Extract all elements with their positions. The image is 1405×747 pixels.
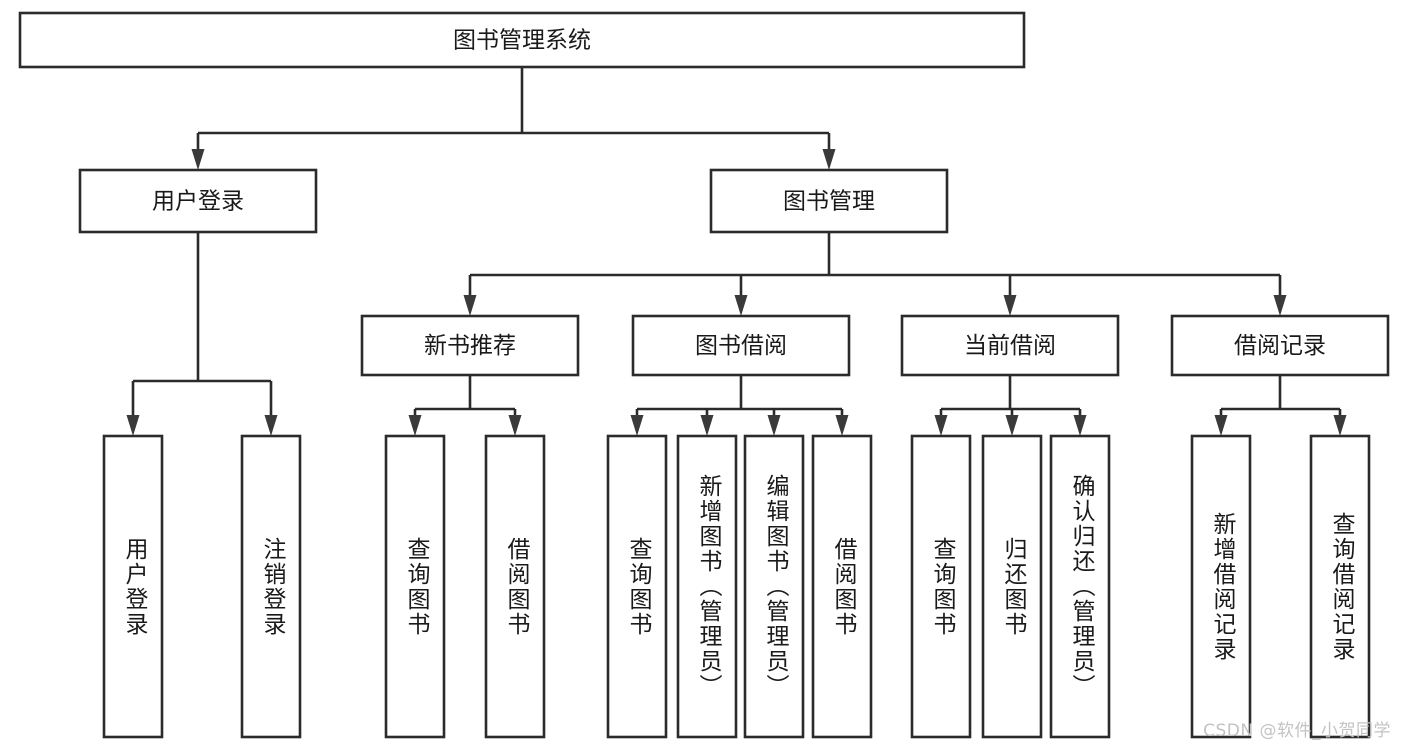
borrow-record-to-leaves-arrow-0 bbox=[1214, 415, 1228, 436]
root-to-level2-arrow-1 bbox=[822, 149, 836, 170]
node-book-borrow-label: 图书借阅 bbox=[695, 333, 787, 359]
leaf-borrow-book[interactable] bbox=[811, 434, 873, 739]
leaf-query-borrow-record[interactable] bbox=[1309, 434, 1371, 739]
leaf-query-borrow-record-box bbox=[1309, 434, 1371, 739]
node-root-label: 图书管理系统 bbox=[453, 28, 591, 54]
book-borrow-to-leaves-arrow-2 bbox=[767, 415, 781, 436]
node-book-manage[interactable]: 图书管理 bbox=[709, 168, 949, 234]
leaf-query-book-borrow-box bbox=[606, 434, 668, 739]
leaf-query-book-borrow[interactable] bbox=[606, 434, 668, 739]
current-borrow-to-leaves-arrow-1 bbox=[1005, 415, 1019, 436]
node-user-login[interactable]: 用户登录 bbox=[78, 168, 318, 234]
leaf-add-borrow-record-box bbox=[1190, 434, 1252, 739]
book-borrow-to-leaves-arrow-1 bbox=[700, 415, 714, 436]
leaf-return-book-box bbox=[981, 434, 1043, 739]
leaf-user-logout-box bbox=[240, 434, 302, 739]
leaf-borrow-book-rec[interactable] bbox=[484, 434, 546, 739]
node-new-book-recommend-box bbox=[360, 314, 580, 377]
leaf-borrow-book-rec-box bbox=[484, 434, 546, 739]
leaf-confirm-return-admin[interactable] bbox=[1049, 434, 1111, 739]
node-user-login-label: 用户登录 bbox=[152, 189, 244, 215]
leaf-query-book-cur[interactable] bbox=[910, 434, 972, 739]
book-manage-to-level3-arrow-1 bbox=[734, 295, 748, 316]
leaf-user-login-box bbox=[102, 434, 164, 739]
book-borrow-to-leaves-arrow-0 bbox=[630, 415, 644, 436]
node-book-manage-box bbox=[709, 168, 949, 234]
csdn-watermark: CSDN @软件_小贺同学 bbox=[1203, 721, 1391, 741]
root-to-level2-arrow-0 bbox=[191, 149, 205, 170]
leaf-add-book-admin[interactable] bbox=[676, 434, 738, 739]
book-manage-to-level3-arrow-0 bbox=[463, 295, 477, 316]
node-current-borrow-label: 当前借阅 bbox=[964, 333, 1056, 359]
node-root[interactable]: 图书管理系统 bbox=[18, 11, 1026, 69]
book-borrow-to-leaves-arrow-3 bbox=[835, 415, 849, 436]
leaf-borrow-book-box bbox=[811, 434, 873, 739]
leaf-query-book-rec-box bbox=[384, 434, 446, 739]
leaf-query-book-cur-box bbox=[910, 434, 972, 739]
node-borrow-record-box bbox=[1170, 314, 1390, 377]
leaf-edit-book-admin[interactable] bbox=[743, 434, 805, 739]
current-borrow-to-leaves-arrow-0 bbox=[934, 415, 948, 436]
node-root-box bbox=[18, 11, 1026, 69]
node-user-login-box bbox=[78, 168, 318, 234]
new-book-recommend-to-leaves-arrow-0 bbox=[408, 415, 422, 436]
connectors-layer bbox=[126, 67, 1347, 436]
user-login-to-leaves-arrow-0 bbox=[126, 415, 140, 436]
node-new-book-recommend[interactable]: 新书推荐 bbox=[360, 314, 580, 377]
leaf-add-borrow-record[interactable] bbox=[1190, 434, 1252, 739]
node-borrow-record[interactable]: 借阅记录 bbox=[1170, 314, 1390, 377]
node-new-book-recommend-label: 新书推荐 bbox=[424, 333, 516, 359]
leaf-return-book[interactable] bbox=[981, 434, 1043, 739]
node-book-borrow[interactable]: 图书借阅 bbox=[631, 314, 851, 377]
node-borrow-record-label: 借阅记录 bbox=[1234, 333, 1326, 359]
node-current-borrow[interactable]: 当前借阅 bbox=[900, 314, 1120, 377]
leaf-query-book-rec[interactable] bbox=[384, 434, 446, 739]
new-book-recommend-to-leaves-arrow-1 bbox=[508, 415, 522, 436]
node-book-manage-label: 图书管理 bbox=[783, 189, 875, 215]
node-current-borrow-box bbox=[900, 314, 1120, 377]
user-login-to-leaves-arrow-1 bbox=[264, 415, 278, 436]
borrow-record-to-leaves-arrow-1 bbox=[1333, 415, 1347, 436]
node-book-borrow-box bbox=[631, 314, 851, 377]
book-manage-to-level3-arrow-2 bbox=[1003, 295, 1017, 316]
book-manage-to-level3-arrow-3 bbox=[1273, 295, 1287, 316]
leaf-edit-book-admin-box bbox=[743, 434, 805, 739]
leaf-user-logout[interactable] bbox=[240, 434, 302, 739]
current-borrow-to-leaves-arrow-2 bbox=[1073, 415, 1087, 436]
leaf-user-login[interactable] bbox=[102, 434, 164, 739]
leaf-add-book-admin-box bbox=[676, 434, 738, 739]
leaf-confirm-return-admin-box bbox=[1049, 434, 1111, 739]
